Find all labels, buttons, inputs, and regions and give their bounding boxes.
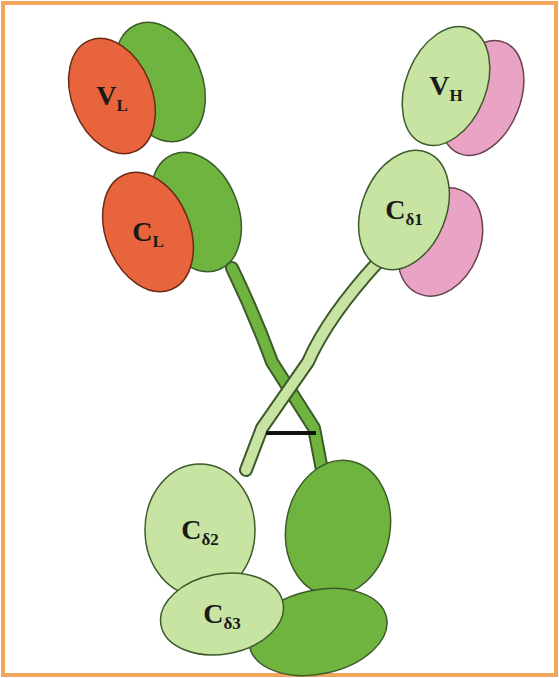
- domain-oval: VL: [49, 33, 175, 159]
- domain-label: VL: [96, 82, 128, 110]
- domain-label: Cδ2: [181, 516, 219, 544]
- domain-oval: Cδ1: [339, 145, 469, 275]
- domain-label: Cδ3: [203, 600, 241, 628]
- domain-label: Cδ1: [385, 196, 423, 224]
- domain-oval: Cδ3: [157, 549, 287, 678]
- domain-ellipse: [86, 159, 210, 305]
- disulfide-bond: [266, 431, 316, 435]
- domain-label: VH: [429, 72, 462, 100]
- domain-ellipse: [386, 14, 507, 159]
- domain-label: CL: [132, 218, 164, 246]
- frame: [3, 3, 556, 675]
- domain-ellipse: [154, 564, 290, 664]
- hinge: [232, 262, 378, 470]
- domain-ellipse: [52, 25, 171, 166]
- domain-oval: CL: [83, 167, 213, 297]
- domain-ellipse: [342, 137, 466, 283]
- domain-oval: VH: [381, 21, 511, 151]
- heavy-chain-fc: [241, 452, 401, 678]
